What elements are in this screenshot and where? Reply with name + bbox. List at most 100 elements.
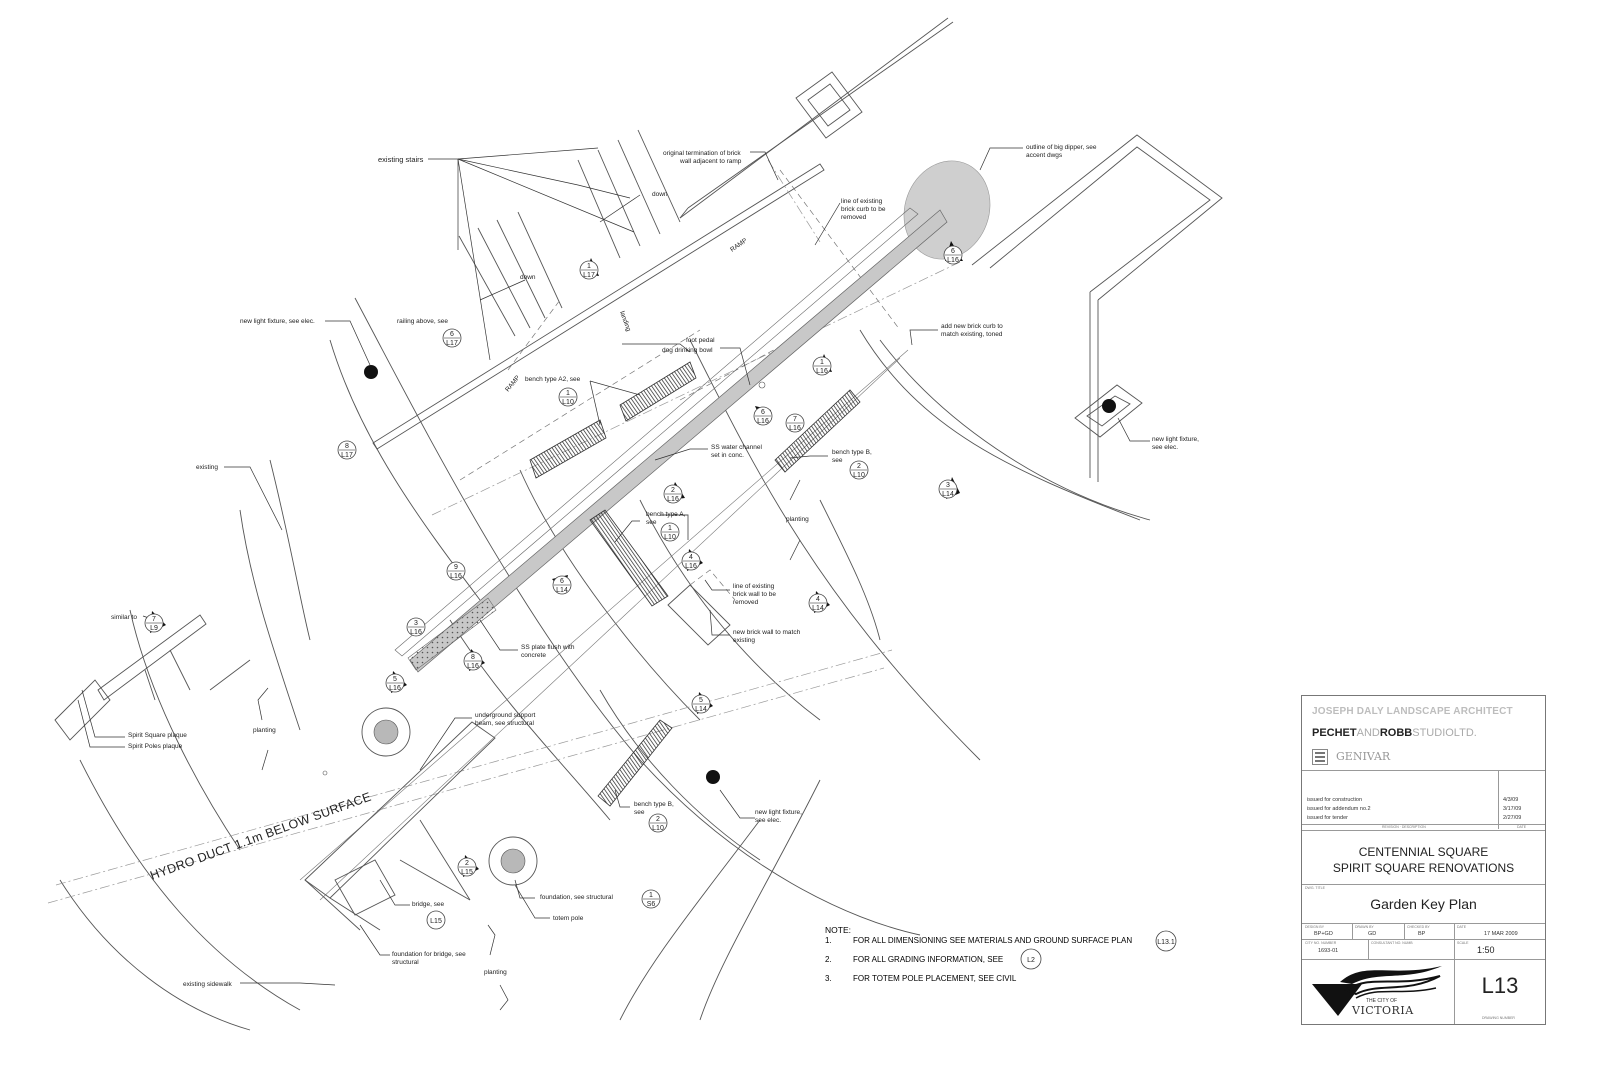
note-number: 3. (825, 974, 832, 983)
dog-bowl-label: dog drinking bowl (662, 347, 713, 354)
upper-wall-outline (680, 18, 953, 218)
light-fixture-lower-label: new light fixture, (755, 809, 802, 816)
light-fixtures (323, 365, 1116, 784)
issue-date: 2/27/09 (1503, 815, 1522, 821)
bench-b-upper-label: bench type B, (832, 449, 872, 456)
svg-text:L17: L17 (583, 272, 595, 279)
svg-text:L16: L16 (685, 563, 697, 570)
designed-by: BP+GD (1314, 931, 1333, 937)
add-brick-curb-label: add new brick curb to (941, 323, 1003, 330)
bench-b-lower-label: see (634, 809, 645, 816)
bench-a2-label: bench type A2, see (525, 376, 581, 383)
issue-header-desc: REVISION · DESCRIPTION (1382, 825, 1426, 829)
callout-tag[interactable]: 7L9 (145, 611, 166, 633)
planting-label: planting (786, 516, 809, 523)
svg-text:L14: L14 (812, 605, 824, 612)
existing-sidewalk-label: existing sidewalk (183, 981, 233, 988)
svg-text:1: 1 (587, 263, 591, 270)
svg-text:2: 2 (857, 463, 861, 470)
down-label: down (652, 191, 668, 198)
firm-pechet-robb: PECHETANDROBBSTUDIOLTD. (1312, 727, 1477, 739)
bench-b-lower (598, 720, 672, 806)
line-existing-curb-label: brick curb to be (841, 206, 886, 213)
similar-to-label: similar to (111, 614, 137, 621)
existing-label: existing (196, 464, 218, 471)
railing-above-label: railing above, see (397, 318, 448, 325)
note-ref-tag[interactable]: L2 (1021, 949, 1041, 969)
callout-tag[interactable]: 1S6 (642, 890, 660, 908)
title-block: JOSEPH DALY LANDSCAPE ARCHITECT PECHETAN… (1301, 695, 1546, 1025)
spirit-poles-plaque-label: Spirit Poles plaque (128, 743, 183, 750)
water-channel (300, 208, 947, 900)
note-ref-tag[interactable]: L13.1 (1156, 931, 1176, 951)
bench-a2-upper (620, 362, 696, 421)
spirit-square-plaque-label: Spirit Square plaque (128, 732, 187, 739)
svg-text:3: 3 (946, 482, 950, 489)
line-brick-wall-label: line of existing (733, 583, 775, 590)
svg-text:5: 5 (699, 697, 703, 704)
light-fixture-icon (364, 365, 378, 379)
light-fixture-icon (706, 770, 720, 784)
hydro-duct-label: HYDRO DUCT 1.1m BELOW SURFACE (148, 790, 373, 883)
note-number: 1. (825, 936, 832, 945)
ramp-label: RAMP (504, 374, 521, 393)
ramp-label: RAMP (729, 237, 748, 254)
svg-text:9: 9 (454, 564, 458, 571)
ss-channel-label: set in conc. (711, 452, 744, 459)
scale-value: 1:50 (1477, 945, 1495, 955)
svg-text:1: 1 (668, 525, 672, 532)
issue-date: 4/3/09 (1503, 797, 1519, 803)
svg-text:6: 6 (450, 331, 454, 338)
leader-lines (78, 148, 1150, 1010)
issue-desc: issued for addendum no.2 (1307, 806, 1371, 812)
planting-label: planting (253, 727, 276, 734)
ss-plate-label: SS plate flush with (521, 644, 575, 651)
city-of-victoria-logo-icon (1312, 966, 1442, 1016)
bench-b-upper (775, 390, 860, 472)
issue-header-date: DATE (1517, 825, 1527, 829)
svg-text:2: 2 (656, 816, 660, 823)
original-termination-label: original termination of brick (663, 150, 741, 157)
callout-tag[interactable]: L15 (427, 911, 445, 929)
curved-path-edges (60, 298, 1150, 1030)
add-brick-curb-label: match existing, toned (941, 331, 1003, 338)
line-existing-curb-label: line of existing (841, 198, 883, 205)
svg-text:L16: L16 (667, 496, 679, 503)
big-dipper-label: accent dwgs (1026, 152, 1063, 159)
svg-text:5: 5 (393, 676, 397, 683)
svg-text:L15: L15 (461, 869, 473, 876)
existing-stairs-lines (459, 130, 680, 336)
sheet-number: L13 (1481, 973, 1519, 998)
svg-text:L13.1: L13.1 (1157, 939, 1175, 946)
bench-a (590, 510, 668, 606)
light-fixture-right-label: new light fixture, (1152, 436, 1199, 443)
drawn-by: GD (1368, 931, 1377, 937)
issue-desc: issued for construction (1307, 797, 1363, 803)
light-fixture-lower-label: see elec. (755, 817, 781, 824)
bench-a-label: see (646, 519, 657, 526)
